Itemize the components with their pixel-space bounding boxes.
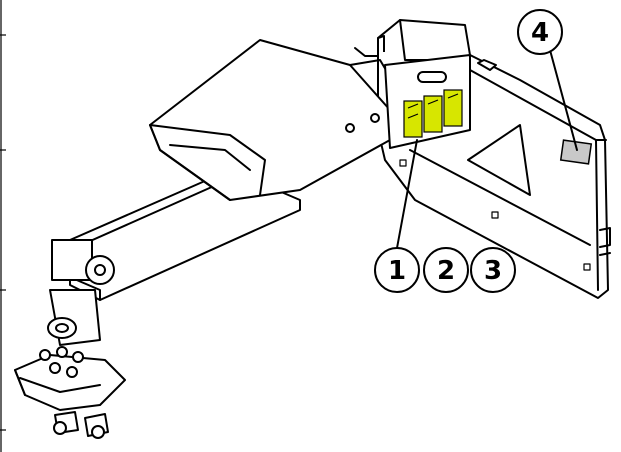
safety-decal-3 [443,89,463,127]
callout-2-label: 2 [437,256,455,286]
leader-lines [396,49,578,249]
callout-3: 3 [470,247,516,293]
boom-cover [149,39,396,201]
rotator-assembly [14,239,126,439]
callout-1: 1 [374,247,420,293]
callout-1-label: 1 [388,256,406,286]
callout-4-label: 4 [531,18,549,48]
safety-decal-1 [403,100,423,138]
boom-arm [69,169,301,301]
callout-3-label: 3 [484,256,502,286]
decal-panel [384,54,471,149]
page-frame-edge [0,0,6,452]
id-plate [559,139,593,165]
callout-2: 2 [423,247,469,293]
callout-4: 4 [517,9,563,55]
safety-decal-2 [423,95,443,133]
